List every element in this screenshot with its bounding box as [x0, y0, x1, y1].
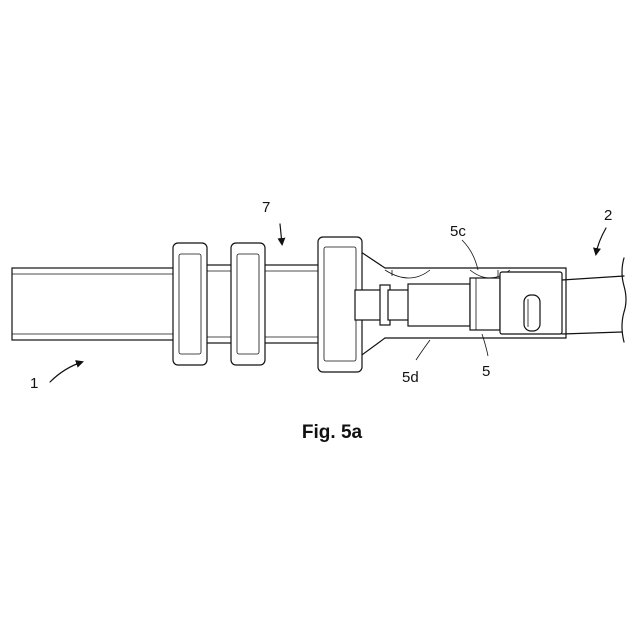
label-part-2: 2	[604, 207, 612, 224]
leader-5d	[416, 340, 430, 360]
label-part-5: 5	[482, 363, 490, 380]
arrow-part-1	[50, 362, 82, 382]
arrow-part-2	[596, 228, 606, 254]
arrow-part-7	[280, 224, 282, 244]
label-part-5d: 5d	[402, 369, 419, 386]
left-tube	[12, 268, 174, 340]
label-part-7: 7	[262, 199, 270, 216]
figure-caption: Fig. 5a	[302, 422, 363, 443]
collar-2	[231, 243, 265, 365]
label-part-5c: 5c	[450, 223, 466, 240]
right-tube	[562, 258, 626, 342]
label-part-1: 1	[30, 375, 38, 392]
collar-1	[173, 243, 207, 365]
leader-5c	[462, 240, 478, 270]
